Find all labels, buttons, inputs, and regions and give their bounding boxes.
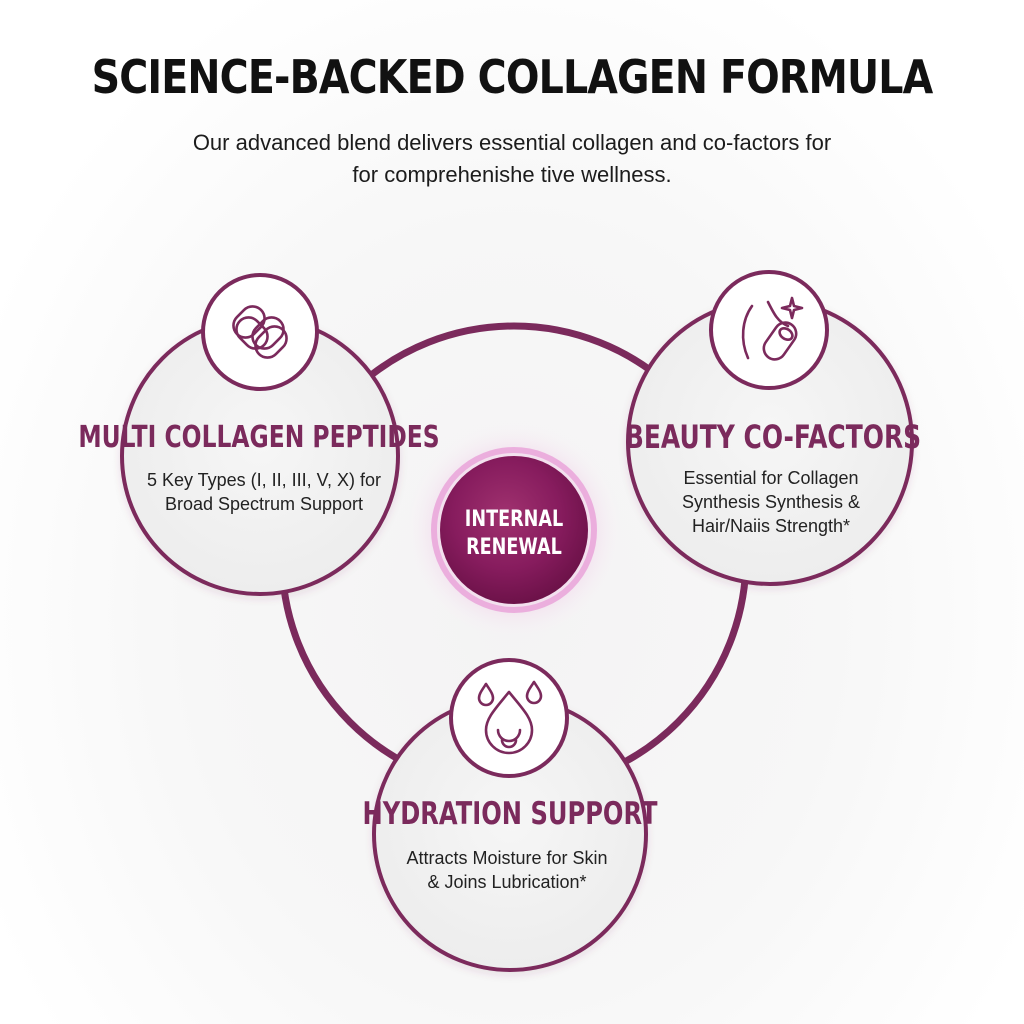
node-desc-beauty-cofactors: Essential for Collagen Synthesis Synthes…	[682, 466, 860, 538]
node-title-hydration: HYDRATION SUPPORT	[362, 796, 658, 832]
center-core	[440, 456, 588, 604]
node-desc-line: Hair/Naiis Strength*	[691, 516, 851, 536]
node-desc-line: & Joins Lubrication*	[427, 872, 587, 892]
node-desc-hydration: Attracts Moisture for Skin & Joins Lubri…	[406, 846, 607, 894]
node-title-multi-collagen: MULTI COLLAGEN PEPTIDES	[78, 420, 440, 455]
center-label-line-2: RENEWAL	[466, 535, 562, 560]
subtitle-line-2: for comprehenishe tive wellness.	[352, 162, 672, 187]
center-halo-ring	[431, 447, 597, 613]
node-desc-line: 5 Key Types (I, II, III, V, X) for	[146, 470, 382, 490]
node-icon-badge-hydration	[449, 658, 569, 778]
interlocking-links-icon	[232, 305, 288, 359]
center-label-line-1: INTERNAL	[464, 507, 564, 532]
node-title-beauty-cofactors: BEAUTY CO-FACTORS	[624, 418, 922, 456]
page-title: SCIENCE-BACKED COLLAGEN FORMULA	[91, 50, 934, 104]
node-desc-line: Broad Spectrum Support	[164, 494, 364, 514]
node-icon-badge-multi-collagen	[201, 273, 319, 391]
water-drops-icon	[477, 680, 543, 755]
node-desc-multi-collagen: 5 Key Types (I, II, III, V, X) for Broad…	[147, 468, 381, 516]
finger-nail-sparkle-icon	[741, 296, 804, 361]
page-subtitle: Our advanced blend delivers essential co…	[112, 127, 912, 191]
center-label: INTERNAL RENEWAL	[450, 506, 578, 562]
node-desc-line: Synthesis Synthesis &	[681, 492, 861, 512]
node-desc-line: Essential for Collagen	[683, 468, 859, 488]
node-desc-line: Attracts Moisture for Skin	[406, 848, 608, 868]
subtitle-line-1: Our advanced blend delivers essential co…	[192, 130, 832, 155]
node-icon-badge-beauty-cofactors	[709, 270, 829, 390]
